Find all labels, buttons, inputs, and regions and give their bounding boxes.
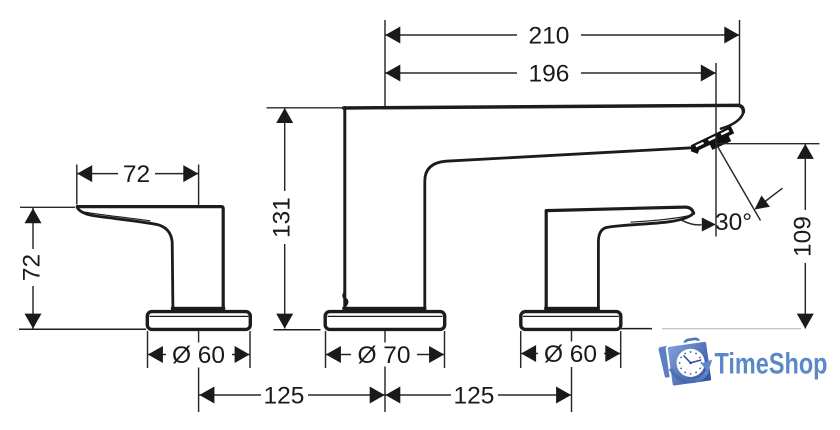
svg-text:125: 125 — [454, 383, 495, 410]
svg-text:131: 131 — [269, 197, 296, 238]
svg-text:Ø 60: Ø 60 — [544, 341, 597, 368]
svg-text:Ø 70: Ø 70 — [357, 342, 410, 369]
svg-text:Ø 60: Ø 60 — [172, 342, 225, 369]
svg-text:72: 72 — [123, 161, 150, 188]
svg-text:30°: 30° — [715, 209, 752, 236]
svg-text:196: 196 — [529, 61, 570, 88]
svg-text:72: 72 — [19, 254, 46, 281]
svg-text:109: 109 — [790, 216, 817, 257]
svg-text:TimeShop: TimeShop — [715, 348, 828, 381]
svg-text:125: 125 — [264, 383, 305, 410]
svg-text:210: 210 — [529, 23, 570, 50]
